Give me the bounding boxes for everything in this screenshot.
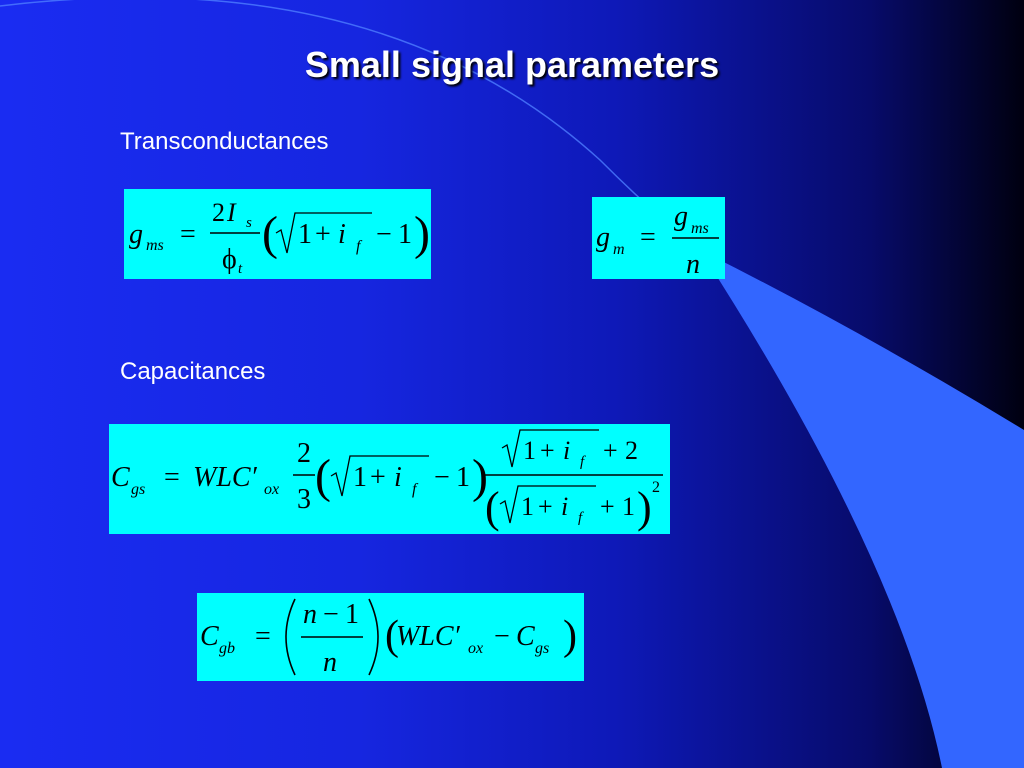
cgs-minus: − [434,462,450,493]
cgs-sqrt-den [499,485,596,524]
cgb-equals: = [255,621,271,652]
gms-var-i: i [338,219,346,250]
cgs-var-i: i [394,462,402,493]
cgs-den-close: ) [637,483,652,532]
gms-den-var: ϕ [222,244,237,275]
gms-lhs-sub: ms [146,237,164,254]
cgb-lhs-sub: gb [219,640,235,657]
cgs-equals: = [164,462,180,493]
cgs-num-plus: + [540,436,555,465]
cgs-num-f: f [580,454,586,470]
cgs-sqrt-1 [330,455,429,497]
slide-title: Small signal parameters [304,44,720,85]
cgs-den-plus: + [538,492,553,521]
cgs-lhs: C [111,462,130,493]
cgs-one: 1 [353,462,367,493]
gms-open-paren: ( [262,207,278,260]
gms-num-sub: s [246,215,252,231]
cgs-one-b: 1 [456,462,470,493]
cgs-den-i: i [561,492,568,521]
cgb-num-n: n [303,599,317,630]
gms-sub-f: f [356,238,363,255]
cgs-num-two: 2 [625,436,638,465]
gm-den: n [686,249,700,279]
heading-capacitances: Capacitances [120,358,266,385]
gms-minus: − [376,219,392,250]
cgb-open-paren: ( [385,613,399,659]
cgs-wlc: WLC′ [193,462,258,493]
gm-equals: = [640,222,656,253]
cgs-den-one-b: 1 [622,492,635,521]
cgs-sqrt-num [501,429,599,468]
gm-num: g [674,201,688,232]
cgs-num-plus2: + [603,436,618,465]
equation-cgs: C gs = WLC′ ox 2 3 ( 1 + i f − 1 ) 1 + i… [109,424,670,534]
cgb-minus: − [494,621,510,652]
gms-equals: = [180,219,196,250]
gms-plus: + [315,219,331,250]
cgs-num-i: i [563,436,570,465]
cgs-lhs-sub: gs [131,481,145,498]
cgs-sub-ox: ox [264,481,279,498]
gms-close-paren: ) [414,207,430,260]
cgs-sub-f: f [412,481,419,498]
cgb-big-close-paren [368,598,379,676]
cgs-plus: + [370,462,386,493]
cgb-rhs-sub: gs [535,640,549,657]
heading-transconductances: Transconductances [120,128,329,155]
cgb-big-open-paren [285,598,296,676]
gm-num-sub: ms [691,220,709,237]
cgb-close-paren: ) [563,613,577,659]
cgs-num-one: 1 [523,436,536,465]
cgb-num-minus: − [323,599,339,630]
cgs-close-paren: ) [472,450,488,503]
gm-lhs-sub: m [613,241,625,258]
cgs-exponent: 2 [652,479,660,496]
gms-num-coef: 2 [212,198,225,227]
cgs-open-paren: ( [315,450,331,503]
cgb-num-one: 1 [345,599,359,630]
gms-den-sub: t [238,261,243,277]
cgb-sub-ox: ox [468,640,483,657]
equation-gms: g ms = 2 I s ϕ t ( 1 + i f − 1 ) [124,189,431,279]
gms-sqrt [275,212,372,254]
equation-gm: g m = g ms n [592,197,725,279]
gms-num-var: I [226,198,237,227]
cgs-den-f: f [578,510,584,526]
cgs-den-plus2: + [600,492,615,521]
cgb-lhs: C [200,621,219,652]
cgs-den-one: 1 [521,492,534,521]
gms-lhs: g [129,219,143,250]
equation-cgb: C gb = n − 1 n ( WLC′ ox − C gs ) [197,593,584,681]
gms-term1: 1 [298,219,312,250]
cgb-den-n: n [323,647,337,678]
gm-lhs: g [596,222,610,253]
cgs-den-open: ( [485,483,500,532]
cgb-rhs-var: C [516,621,535,652]
cgs-frac-num: 2 [297,438,311,469]
gms-term2: 1 [398,219,412,250]
cgb-wlc: WLC′ [396,621,461,652]
cgs-frac-den: 3 [297,484,311,515]
